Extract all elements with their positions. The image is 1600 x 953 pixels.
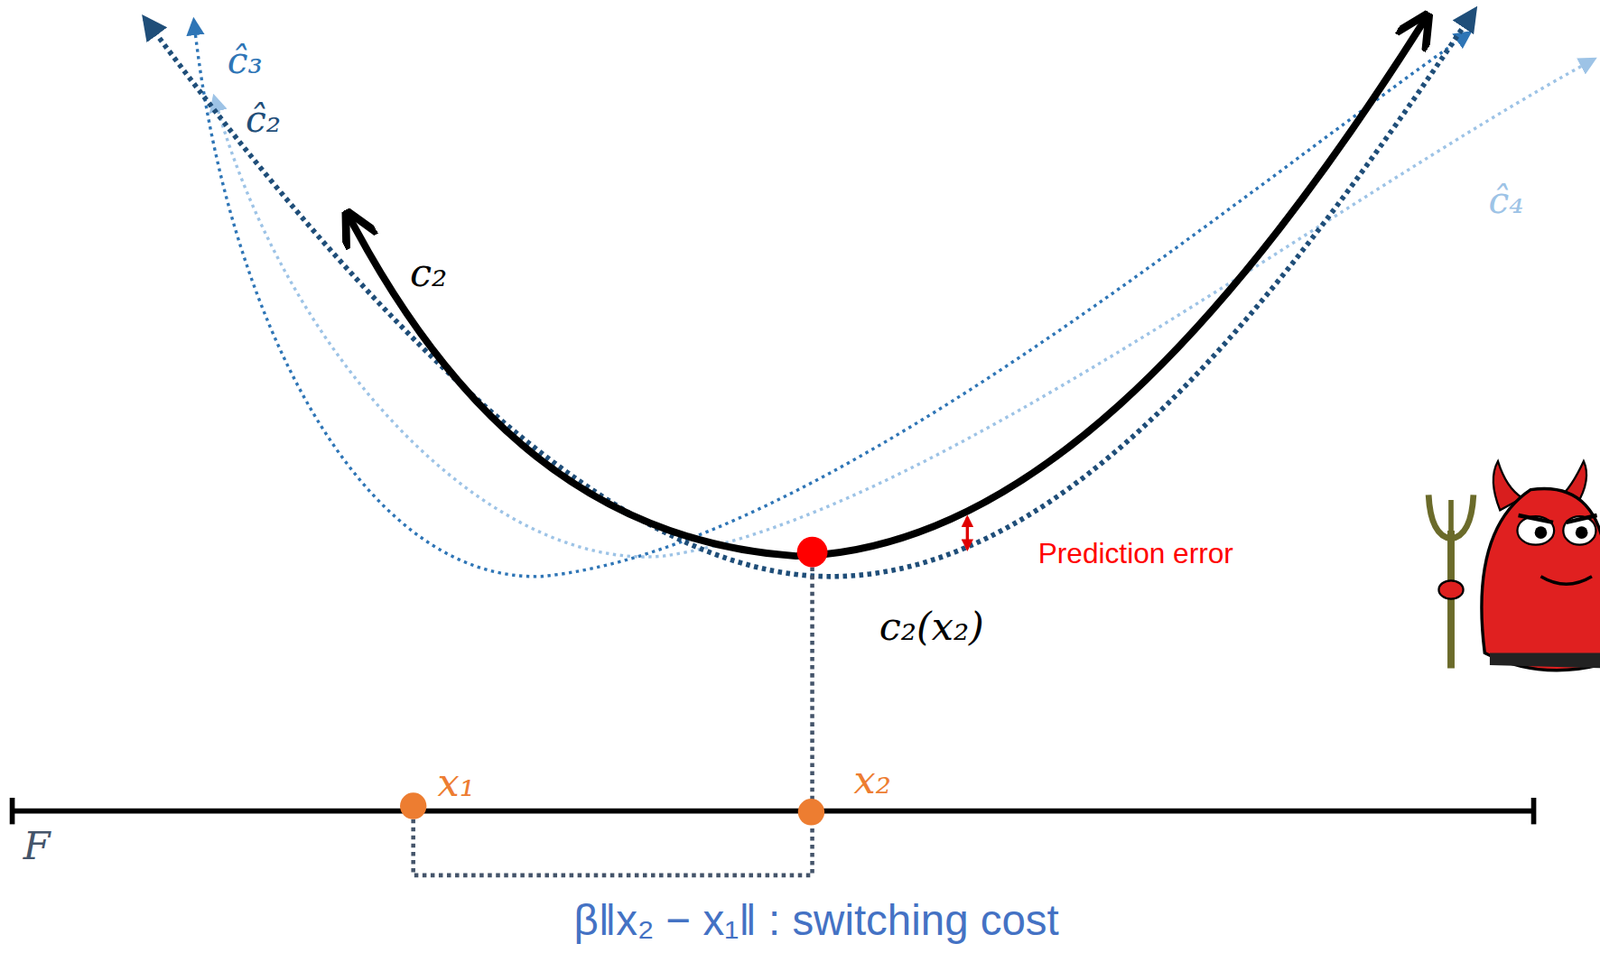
curve-label: ĉ₂ [242, 99, 284, 140]
curve-label: c₂ [407, 251, 450, 295]
cost-value-label: c₂(x₂) [876, 605, 987, 649]
decision-point [400, 792, 427, 819]
predicted-curve [213, 59, 1594, 558]
error-arrow [966, 517, 969, 549]
leader-line [413, 567, 813, 876]
devil-icon [1428, 461, 1600, 671]
curve-label: ĉ₃ [224, 40, 266, 82]
predicted-curve [194, 20, 1470, 577]
axis-tick [9, 798, 16, 825]
decision-axis [12, 809, 1535, 815]
curve-label: ĉ₄ [1485, 180, 1526, 222]
set-label: F [20, 825, 54, 868]
point-label: x₁ [434, 762, 477, 805]
switching-cost-label: β‖x₂ − x₁‖ : switching cost [570, 897, 1061, 945]
cost-curve [348, 18, 1425, 558]
point-label: x₂ [851, 759, 894, 802]
predicted-curve [144, 10, 1475, 577]
decision-point [798, 799, 825, 826]
axis-tick [1531, 798, 1537, 825]
error-label: Prediction error [1035, 538, 1237, 570]
cost-point [797, 537, 828, 568]
